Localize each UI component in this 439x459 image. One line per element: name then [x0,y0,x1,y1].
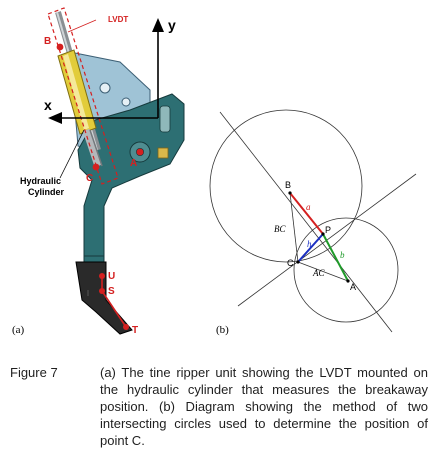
shank-slot [159,105,171,133]
segment-BC [289,192,299,263]
segment-a [289,192,324,235]
diagram-label-AC: AC [312,268,325,278]
hydraulic-label-line1: Hydraulic [20,176,61,186]
construction-line-1 [219,111,393,333]
point-C-label: C [86,173,93,184]
circle-around-B [209,109,363,263]
caption-figure-number: Figure 7 [10,365,58,380]
diagram-label-C: C [287,258,294,268]
cylinder-rod-shade [89,129,103,167]
point-C-marker [92,163,100,171]
circle-around-A [293,217,399,323]
diagram-point-A [346,279,350,283]
hydraulic-leader [59,129,85,179]
cylinder-rod [82,128,102,168]
bracket-hole-1 [99,82,111,94]
pivot-nut [157,147,169,159]
point-T-marker [123,324,129,330]
point-A-marker [136,148,144,156]
diagram-label-B: B [285,180,291,190]
diagram-label-a: a [306,202,311,212]
point-S-label: S [108,286,115,297]
point-S-marker [99,288,105,294]
segment-b [322,233,349,282]
tine-edge-line-2 [101,290,127,328]
lower-shank [83,255,105,263]
panel-label-b: (b) [216,324,229,336]
y-axis-label: y [168,17,176,33]
panel-label-a: (a) [12,324,25,336]
lvdt-label: LVDT [108,15,128,24]
x-axis-arrow [48,112,62,124]
lvdt-leader [67,19,97,33]
bracket-hole-2 [121,97,131,107]
point-B-marker [56,43,64,51]
point-U-label: U [108,271,115,282]
diagram-label-P: P [325,225,331,235]
caption-text: (a) The tine ripper unit showing the LVD… [100,365,428,448]
diagram-label-BC: BC [274,224,286,234]
point-U-marker [99,273,105,279]
segment-CA [297,261,349,282]
diagram-point-P [321,232,325,236]
diagram-point-B [288,191,292,195]
intersecting-circles-diagram: B P C A a h b BC AC [209,109,417,333]
x-axis-label: x [44,97,52,113]
cylinder-shine [63,54,89,130]
point-A-label: A [130,158,137,169]
diagram-label-A: A [350,282,356,292]
hydraulic-label-line2: Cylinder [28,187,65,197]
ripper-illustration: LVDT y x Hydraulic Cylinder B C A U S T [20,7,185,336]
point-T-label: T [132,325,138,336]
diagram-label-b: b [340,250,345,260]
diagram-point-C [296,260,300,264]
y-axis-arrow [152,18,164,32]
segment-h [297,233,324,263]
point-B-label: B [44,36,51,47]
diagram-label-h: h [307,239,312,249]
